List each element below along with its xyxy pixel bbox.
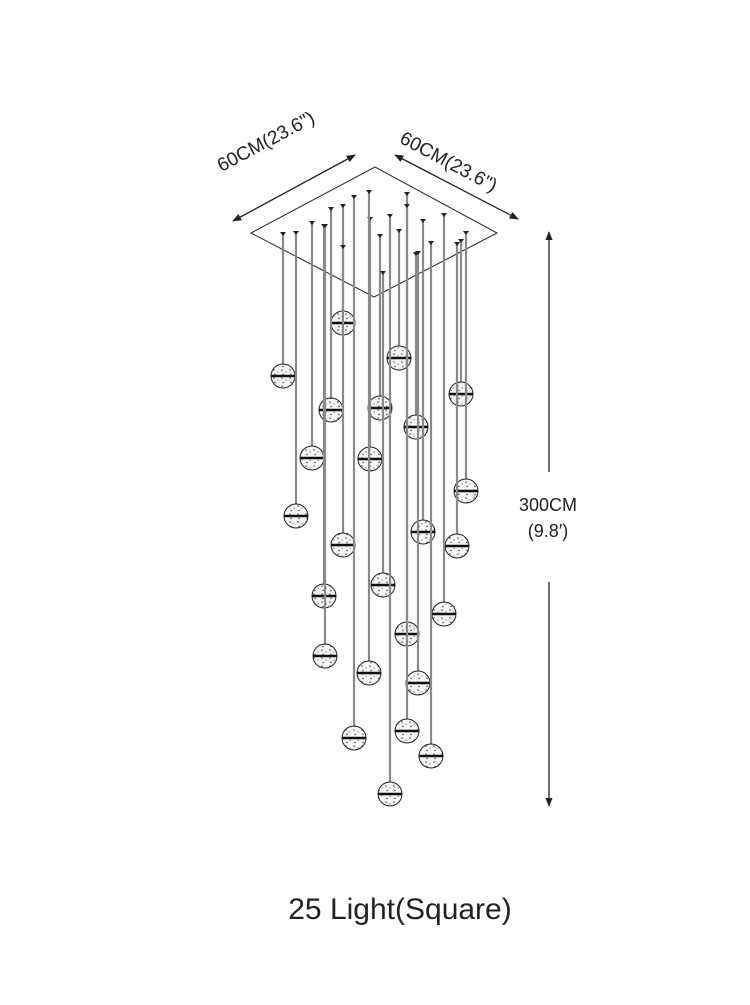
pendant-light [377,214,403,807]
height-label: 300CM (9.8′) [500,492,596,544]
pendant-light [418,241,444,769]
pendant-light [405,251,431,696]
pendant-light [431,213,457,627]
pendant-light [341,195,367,751]
canopy [249,166,499,298]
pendant-light [370,271,396,598]
pendant-light [386,229,412,371]
pendant-lights [270,190,479,807]
pendant-light [394,204,420,744]
width-dimension-right [394,154,519,220]
pendant-light [270,232,296,389]
product-caption: 25 Light(Square) [288,893,512,926]
pendant-light [444,242,470,559]
height-label-cm: 300CM [518,495,578,515]
height-label-ft: (9.8′) [527,521,569,541]
pendant-light [367,234,393,421]
pendant-light [283,231,309,529]
width-dimension-left [232,154,356,222]
pendant-light [448,239,474,407]
pendant-light [356,190,382,686]
pendant-light [330,245,356,558]
pendant-light [299,221,325,471]
pendant-light [312,224,338,669]
